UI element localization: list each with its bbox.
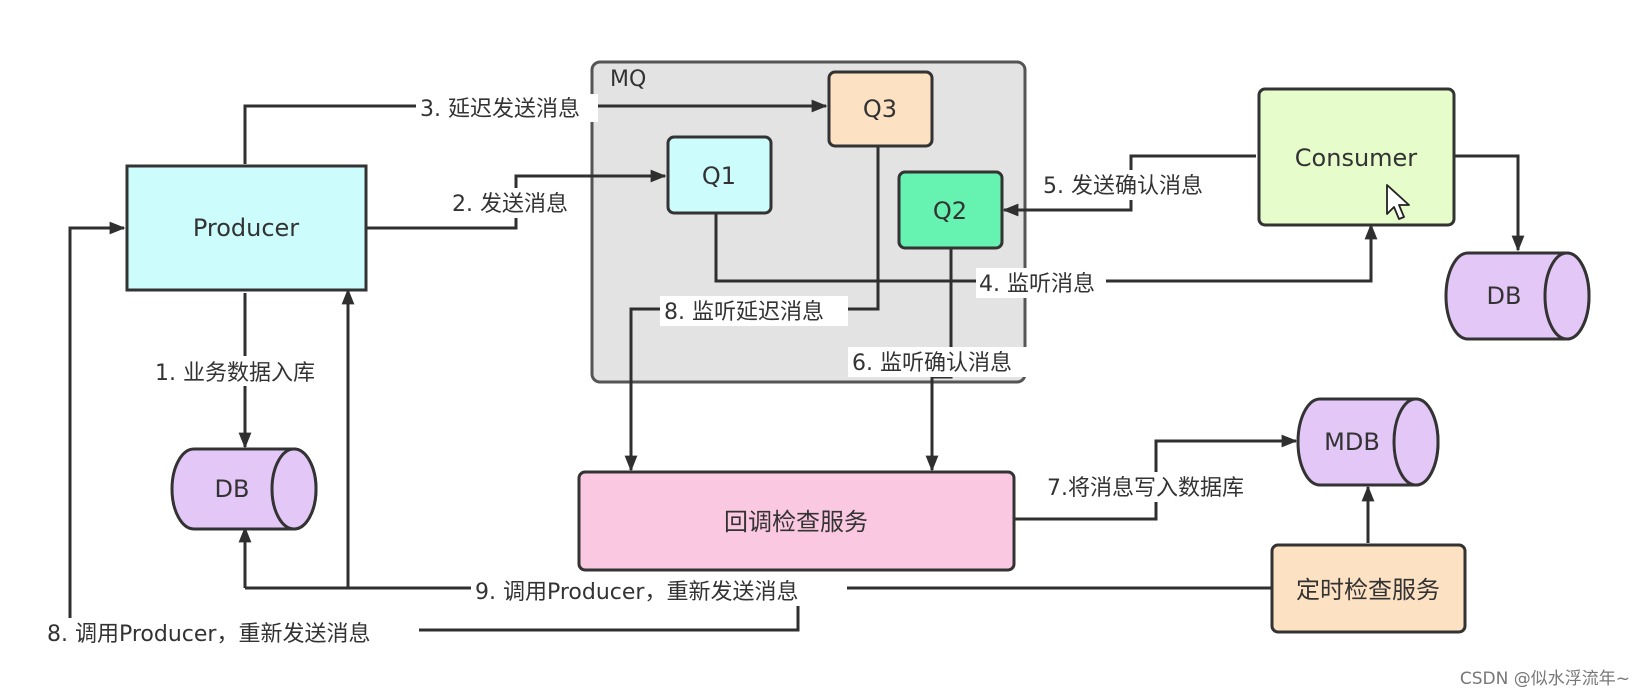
edge-8b-label: 8. 调用Producer，重新发送消息 [47,622,370,647]
mouse-cursor-icon [1386,184,1410,220]
node-callback-service: 回调检查服务 [577,470,1016,572]
edge-7-label: 7.将消息写入数据库 [1047,476,1244,501]
node-producer-db: DB [170,447,318,531]
mdb-label: MDB [1324,428,1380,456]
producer-db-label: DB [215,475,250,503]
watermark: CSDN @似水浮流年~ [1460,669,1630,689]
q2-label: Q2 [933,197,967,225]
consumer-label: Consumer [1295,144,1418,172]
node-producer: Producer [125,164,368,292]
callback-service-label: 回调检查服务 [724,508,868,536]
edge-3-label: 3. 延迟发送消息 [420,97,580,122]
edge-1-label: 1. 业务数据入库 [155,361,315,386]
edge-labels: 1. 业务数据入库 2. 发送消息 3. 延迟发送消息 4. 监听消息 5. 发… [43,94,1273,648]
producer-label: Producer [193,214,299,242]
node-q1: Q1 [666,135,773,215]
timer-service-label: 定时检查服务 [1296,576,1440,604]
edge-2-label: 2. 发送消息 [452,192,568,217]
node-consumer-db: DB [1444,251,1591,341]
edge-6-label: 6. 监听确认消息 [852,351,1012,376]
node-q2: Q2 [897,170,1004,250]
node-mdb: MDB [1296,397,1440,487]
q1-label: Q1 [702,162,736,190]
node-timer-service: 定时检查服务 [1270,543,1467,634]
mq-label: MQ [610,67,646,92]
node-q3: Q3 [827,70,934,148]
edge-9-label: 9. 调用Producer，重新发送消息 [475,580,798,605]
edge-8a-label: 8. 监听延迟消息 [664,300,824,325]
edge-5-label: 5. 发送确认消息 [1043,174,1203,199]
node-consumer: Consumer [1257,87,1456,227]
q3-label: Q3 [863,95,897,123]
edge-4-label: 4. 监听消息 [979,272,1095,297]
edge-3-path [243,99,828,164]
consumer-db-label: DB [1487,282,1522,310]
edge-consumer-db-path [1453,154,1525,252]
